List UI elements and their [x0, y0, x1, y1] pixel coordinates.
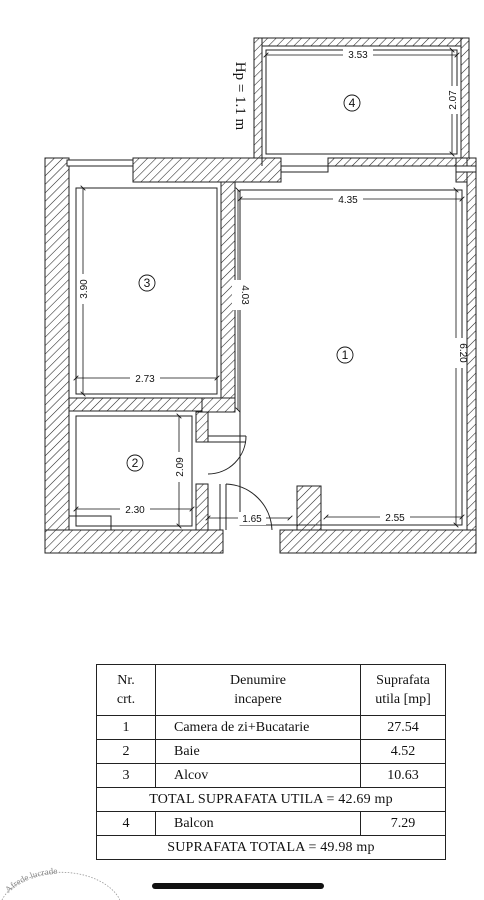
row-name: Balcon [155, 811, 361, 836]
row-area: 10.63 [360, 763, 446, 788]
room-4-number: 4 [349, 96, 356, 110]
dim-living-bottom: 2.55 [385, 513, 405, 524]
row-area: 27.54 [360, 715, 446, 740]
row-area: 7.29 [360, 811, 446, 836]
room-1-number: 1 [342, 348, 349, 362]
dim-alcove-inner: 4.03 [239, 285, 250, 305]
dim-bath-width: 2.30 [125, 505, 145, 516]
row-name: Alcov [155, 763, 361, 788]
room-2-number: 2 [132, 456, 139, 470]
dim-living-length: 6.20 [457, 343, 468, 363]
exterior-walls [44, 157, 477, 554]
table-row: 2 Baie 4.52 [96, 739, 446, 764]
total-row: SUPRAFATA TOTALA = 49.98 mp [96, 835, 446, 860]
total-util: TOTAL SUPRAFATA UTILA = 42.69 mp [96, 787, 446, 812]
header-nr: Nr.crt. [96, 664, 156, 716]
room-outlines [75, 49, 463, 527]
floor-plan: 3.53 2.07 4.35 6.20 2.55 3.90 2.73 4.03 … [44, 37, 477, 554]
dim-alcove-length: 3.90 [79, 279, 90, 299]
interior-walls [68, 181, 322, 531]
home-indicator[interactable] [152, 883, 324, 889]
row-name: Baie [155, 739, 361, 764]
room-3-number: 3 [144, 276, 151, 290]
dimension-lines [76, 50, 462, 526]
row-nr: 3 [96, 763, 156, 788]
stamp: Afrede lucrade [1, 866, 120, 900]
row-nr: 4 [96, 811, 156, 836]
windows [66, 159, 477, 531]
table-row: 3 Alcov 10.63 [96, 763, 446, 788]
height-note: Hp = 1.1 m [232, 62, 248, 131]
svg-text:Afrede lucrade: Afrede lucrade [3, 866, 58, 895]
dim-balcony-width: 3.53 [348, 50, 368, 61]
room-numbers [126, 94, 361, 472]
dim-hall-width: 1.65 [242, 514, 262, 525]
table-row: 4 Balcon 7.29 [96, 811, 446, 836]
table-row: 1 Camera de zi+Bucatarie 27.54 [96, 715, 446, 740]
row-nr: 2 [96, 739, 156, 764]
total: SUPRAFATA TOTALA = 49.98 mp [96, 835, 446, 860]
dim-living-width: 4.35 [338, 195, 358, 206]
dim-bath-depth: 2.09 [175, 457, 186, 477]
total-util-row: TOTAL SUPRAFATA UTILA = 42.69 mp [96, 787, 446, 812]
dim-balcony-depth: 2.07 [448, 90, 459, 110]
row-nr: 1 [96, 715, 156, 740]
row-area: 4.52 [360, 739, 446, 764]
dim-alcove-width: 2.73 [135, 374, 155, 385]
stamp-text: Afrede lucrade [3, 866, 58, 895]
row-name: Camera de zi+Bucatarie [155, 715, 361, 740]
dimension-labels: 3.53 2.07 4.35 6.20 2.55 3.90 2.73 4.03 … [77, 48, 468, 525]
